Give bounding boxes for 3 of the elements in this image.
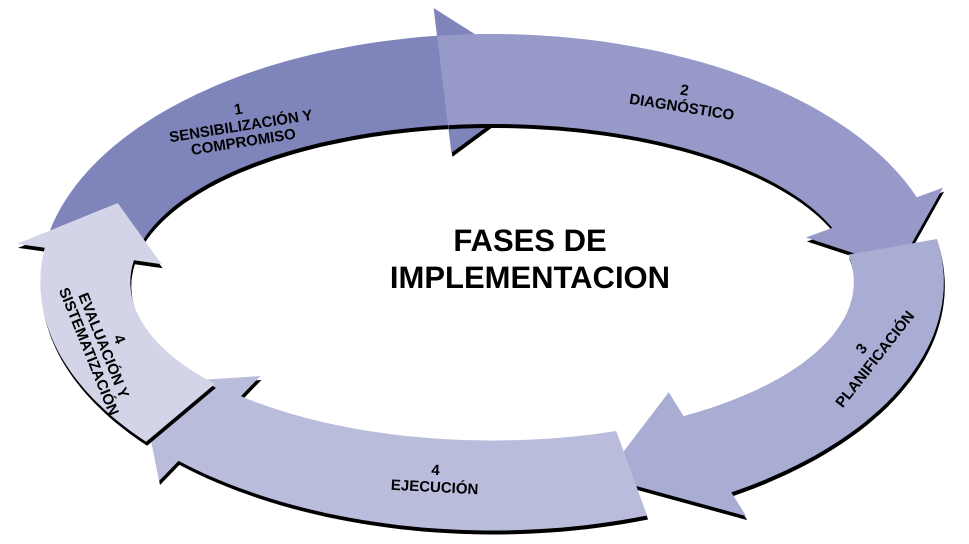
arrow-segment xyxy=(16,202,215,442)
step-number: 2 xyxy=(679,80,690,100)
diagram-title: FASES DE IMPLEMENTACION xyxy=(388,222,672,296)
